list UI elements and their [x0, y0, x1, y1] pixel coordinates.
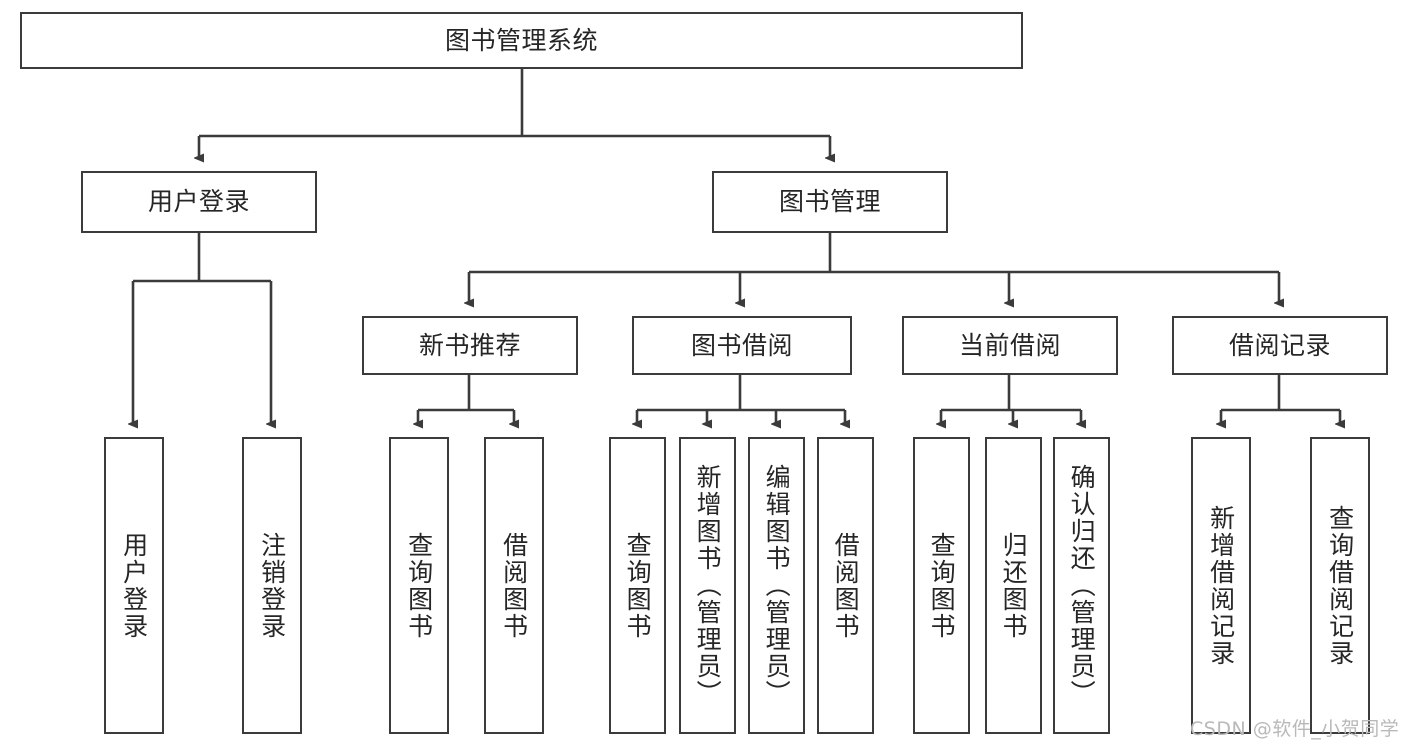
node-label: 编辑图书（管理员） — [762, 464, 792, 707]
node-leaf-borrow-book[interactable]: 借阅图书 — [817, 437, 874, 734]
node-label: 图书借阅 — [690, 330, 793, 360]
node-label: 借阅图书 — [831, 531, 861, 640]
node-label: 新书推荐 — [418, 330, 521, 360]
node-leaf-query-borrow-record[interactable]: 查询借阅记录 — [1310, 437, 1370, 734]
node-leaf-query-book-current[interactable]: 查询图书 — [913, 437, 970, 734]
node-leaf-return-book[interactable]: 归还图书 — [985, 437, 1042, 734]
node-leaf-confirm-return[interactable]: 确认归还（管理员） — [1053, 437, 1110, 734]
node-leaf-add-book[interactable]: 新增图书（管理员） — [679, 437, 736, 734]
node-label: 确认归还（管理员） — [1067, 464, 1097, 707]
node-user-login[interactable]: 用户登录 — [81, 171, 317, 233]
node-label: 图书管理 — [778, 187, 881, 216]
node-label: 用户登录 — [147, 187, 250, 216]
node-leaf-edit-book[interactable]: 编辑图书（管理员） — [748, 437, 805, 734]
node-leaf-query-book-recommend[interactable]: 查询图书 — [389, 437, 449, 734]
node-book-borrow[interactable]: 图书借阅 — [632, 316, 852, 375]
node-label: 归还图书 — [999, 531, 1029, 640]
node-label: 当前借阅 — [958, 330, 1061, 360]
node-label: 用户登录 — [119, 531, 149, 640]
node-leaf-user-login[interactable]: 用户登录 — [104, 437, 164, 734]
node-leaf-query-book-borrow[interactable]: 查询图书 — [609, 437, 666, 734]
node-label: 查询图书 — [623, 531, 653, 640]
node-borrow-record[interactable]: 借阅记录 — [1172, 316, 1388, 375]
node-label: 借阅图书 — [499, 531, 529, 640]
node-book-manage[interactable]: 图书管理 — [712, 171, 948, 233]
node-new-book-recommendation[interactable]: 新书推荐 — [362, 316, 578, 375]
node-label: 新增图书（管理员） — [693, 464, 723, 707]
node-leaf-add-borrow-record[interactable]: 新增借阅记录 — [1191, 437, 1251, 734]
node-leaf-user-logout[interactable]: 注销登录 — [242, 437, 302, 734]
node-label: 查询图书 — [404, 531, 434, 640]
node-label: 图书管理系统 — [444, 25, 598, 55]
node-label: 查询借阅记录 — [1325, 504, 1355, 667]
node-leaf-borrow-book-recommend[interactable]: 借阅图书 — [484, 437, 544, 734]
node-current-borrow[interactable]: 当前借阅 — [902, 316, 1118, 375]
node-root-system[interactable]: 图书管理系统 — [20, 12, 1023, 69]
csdn-watermark: CSDN @软件_小贺同学 — [1190, 718, 1400, 740]
node-label: 查询图书 — [927, 531, 957, 640]
node-label: 注销登录 — [257, 531, 287, 640]
node-label: 借阅记录 — [1228, 330, 1331, 360]
node-label: 新增借阅记录 — [1206, 504, 1236, 667]
